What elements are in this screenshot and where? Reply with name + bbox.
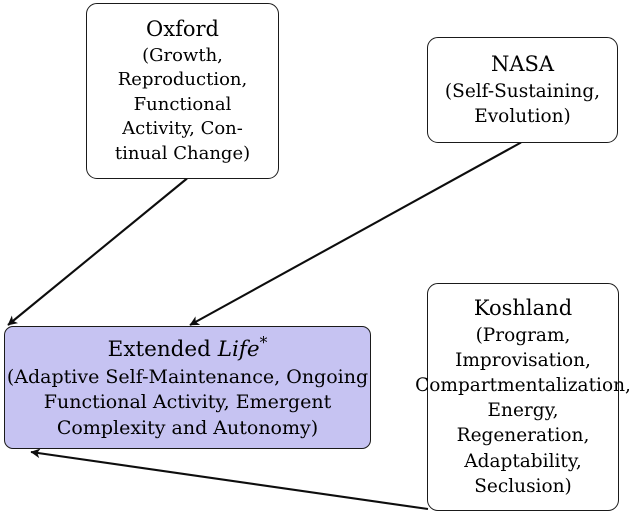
node-koshland-line-2: Improvisation, [455,349,591,371]
node-nasa-title: NASA [490,51,555,76]
node-koshland-line-7: Seclusion) [474,475,572,497]
node-extended-life-title: Extended Life* [108,333,268,365]
node-oxford-line-4: Activity, Con- [122,118,243,140]
node-koshland[interactable]: Koshland (Program, Improvisation, Compar… [415,283,631,511]
node-extended-life[interactable]: Extended Life* (Adaptive Self-Maintenanc… [4,326,371,449]
node-extended-life-line-1: (Adaptive Self-Maintenance, Ongoing [6,365,369,388]
node-koshland-line-3: Compartmentalization, [415,375,631,397]
node-oxford-title: Oxford [146,16,219,41]
node-oxford-line-3: Functional [133,93,232,115]
node-koshland-line-4: Energy, [487,400,559,422]
node-oxford[interactable]: Oxford (Growth, Reproduction, Functional… [86,3,279,179]
node-extended-life-body: (Adaptive Self-Maintenance, Ongoing Func… [7,365,368,442]
node-extended-life-title-term: Life [217,337,260,363]
node-oxford-line-2: Reproduction, [117,69,248,91]
node-koshland-line-1: (Program, [475,324,571,346]
node-extended-life-title-prefix: Extended [107,337,218,363]
node-nasa-line-1: (Self-Sustaining, [444,80,601,102]
node-extended-life-line-3: Complexity and Autonomy) [56,417,319,440]
node-nasa-line-2: Evolution) [474,105,571,127]
node-koshland-body: (Program, Improvisation, Compartmentaliz… [415,323,631,499]
node-extended-life-line-2: Functional Activity, Emergent [43,391,332,414]
edge-koshland-to-life [30,448,429,511]
node-nasa[interactable]: NASA (Self-Sustaining, Evolution) [427,37,618,143]
edge-oxford-to-life [7,177,188,326]
node-oxford-line-1: (Growth, [142,44,223,66]
node-oxford-line-5: tinual Change) [114,142,251,164]
node-extended-life-title-marker: * [259,333,268,352]
node-nasa-body: (Self-Sustaining, Evolution) [445,79,600,129]
node-koshland-title: Koshland [473,296,573,321]
node-koshland-line-6: Adaptability, [464,450,582,472]
node-oxford-body: (Growth, Reproduction, Functional Activi… [115,44,250,166]
node-koshland-line-5: Regeneration, [456,425,590,447]
